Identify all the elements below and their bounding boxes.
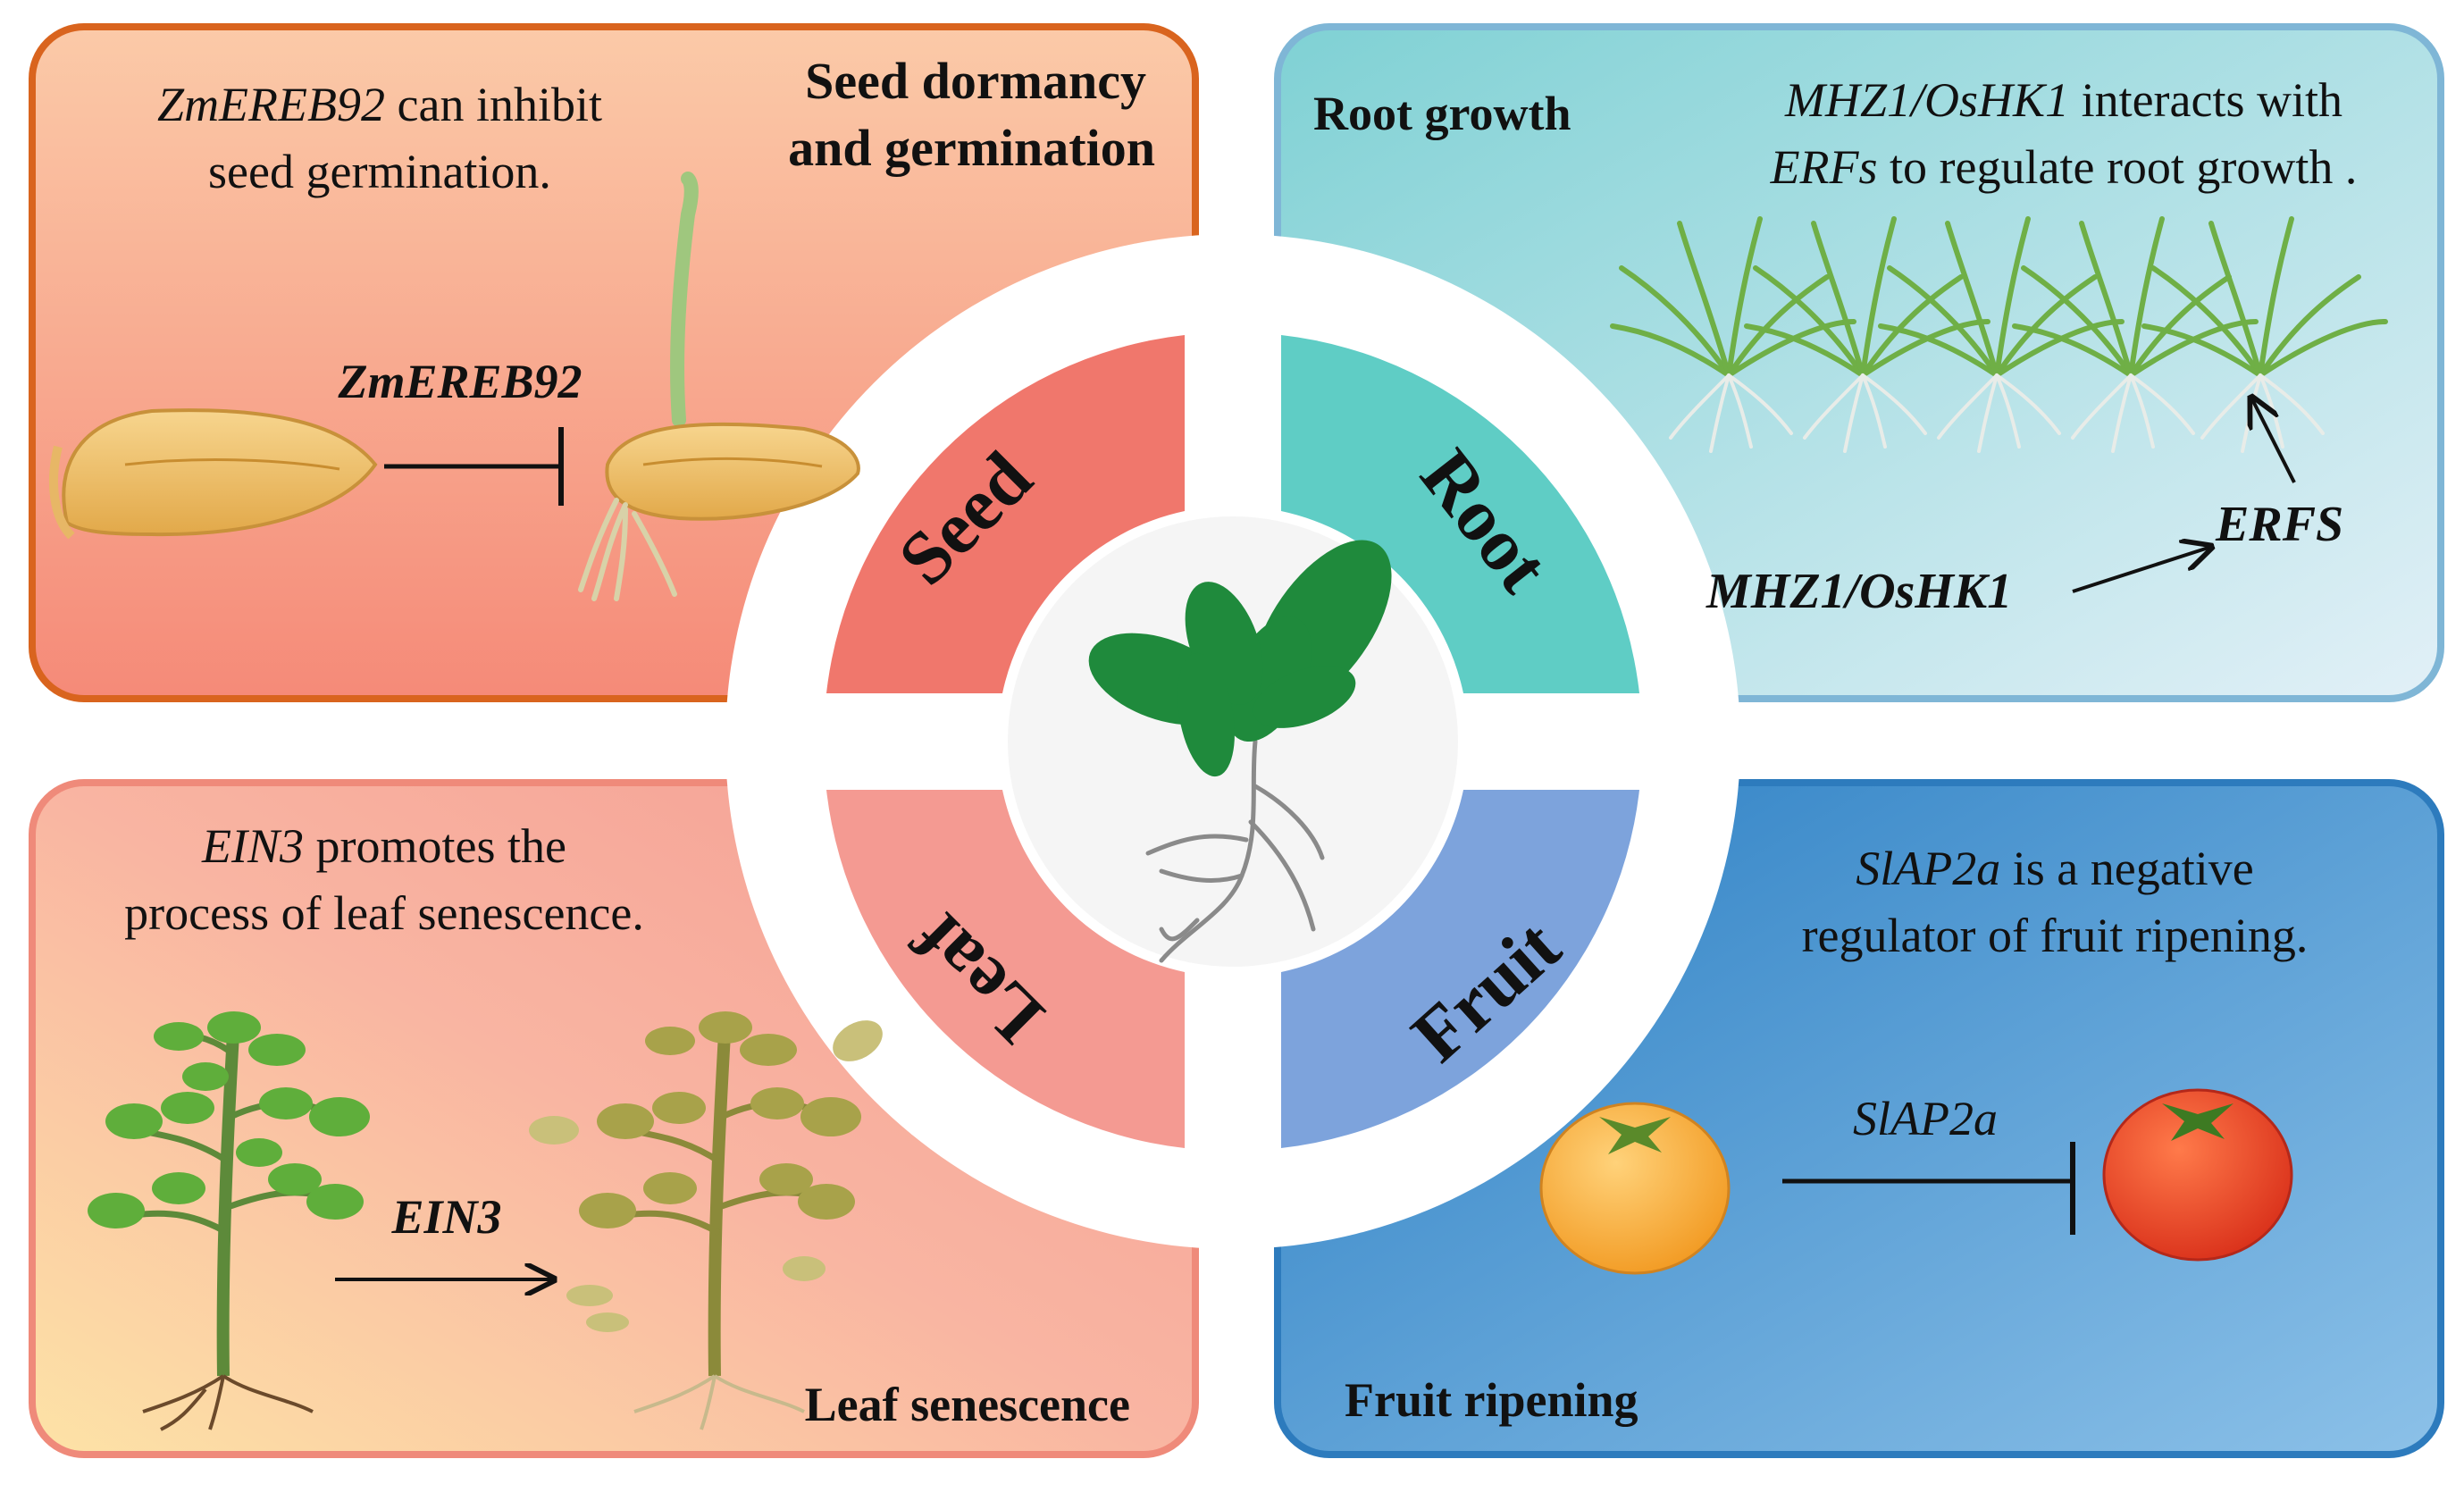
fruit-desc-rest: is a negative	[2000, 842, 2253, 895]
ring-sector-seed	[826, 335, 1185, 693]
root-desc-rest: interacts with	[2069, 73, 2342, 127]
leaf-title: Leaf senescence	[805, 1378, 1130, 1431]
leaf-desc-gene: EIN3	[201, 819, 304, 873]
seed-description-line2: seed germination.	[208, 145, 551, 198]
seed-desc-rest: can inhibit	[385, 78, 602, 131]
root-desc-line2-rest: to regulate root growth .	[1878, 140, 2358, 194]
root-label-target: ERFS	[2215, 497, 2343, 552]
dormant-seed	[49, 408, 378, 540]
rice-seedlings	[1610, 216, 2388, 453]
fruit-description-line2: regulator of fruit ripening.	[1802, 909, 2309, 962]
plant-icon	[1088, 540, 1392, 963]
root-title: Root growth	[1313, 87, 1571, 140]
rice-seedling	[1878, 216, 2125, 453]
ring-sector-root	[1281, 335, 1639, 693]
seed-title-line1: Seed dormancy	[805, 52, 1146, 110]
seed-description-line1: ZmEREB92 can inhibit	[157, 78, 602, 131]
ring-sector-leaf	[826, 790, 1185, 1148]
root-arrow-interaction	[2072, 547, 2211, 593]
unripe-tomato	[1539, 1102, 1731, 1275]
leaf-gene-label: EIN3	[390, 1190, 501, 1244]
root-arrow-to-roots	[2251, 398, 2296, 483]
seed-title-line2: and germination	[788, 119, 1155, 177]
root-desc-line2-gene: ERFs	[1770, 140, 1878, 194]
root-description-line2: ERFs to regulate root growth .	[1770, 140, 2358, 194]
healthy-plant	[88, 1011, 370, 1431]
leaf-description-line1: EIN3 promotes the	[201, 819, 566, 873]
germinating-seed	[578, 172, 860, 601]
leaf-desc-rest: promotes the	[304, 819, 566, 873]
rice-seedling	[1610, 216, 1856, 453]
root-label-source: MHZ1/OsHK1	[1706, 564, 2012, 619]
root-description-line1: MHZ1/OsHK1 interacts with	[1784, 73, 2342, 127]
fruit-gene-label: SlAP2a	[1853, 1092, 1998, 1145]
root-desc-gene: MHZ1/OsHK1	[1784, 73, 2069, 127]
ripe-tomato	[2102, 1088, 2293, 1262]
senescent-plant	[529, 1011, 883, 1430]
fruit-description-line1: SlAP2a is a negative	[1856, 842, 2253, 895]
fruit-title: Fruit ripening	[1345, 1373, 1638, 1427]
fruit-desc-gene: SlAP2a	[1856, 842, 2000, 895]
ring-sector-fruit	[1281, 790, 1639, 1148]
leaf-description-line2: process of leaf senescence.	[124, 886, 644, 940]
rice-seedling	[2012, 216, 2259, 453]
seed-gene-label: ZmEREB92	[337, 355, 582, 408]
seed-desc-gene: ZmEREB92	[157, 78, 385, 131]
